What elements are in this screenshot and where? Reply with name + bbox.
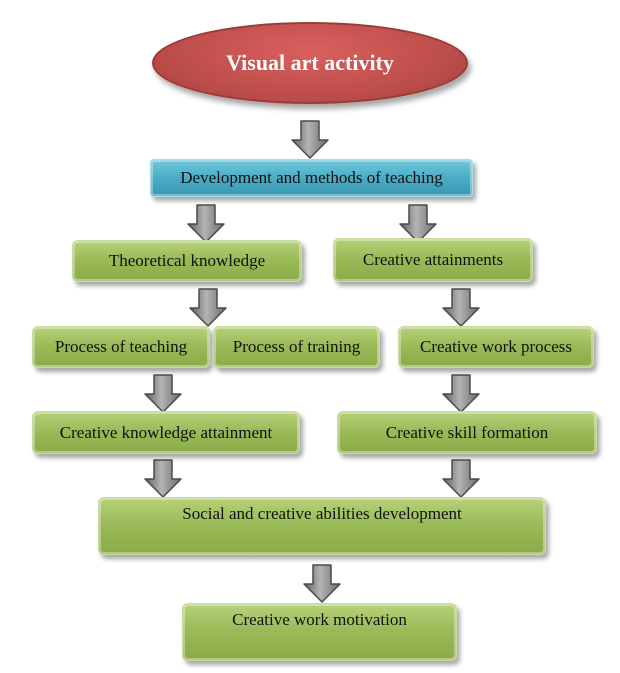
arrow-down-icon bbox=[302, 564, 342, 604]
visual-art-activity-node: Visual art activity bbox=[152, 22, 468, 104]
theoretical-knowledge-node: Theoretical knowledge bbox=[72, 240, 302, 282]
creative-work-process-node: Creative work process bbox=[398, 326, 594, 368]
creative-skill-formation-label: Creative skill formation bbox=[385, 422, 549, 442]
creative-attainments-label: Creative attainments bbox=[362, 250, 504, 269]
creative-work-process-label: Creative work process bbox=[419, 337, 572, 356]
arrow-down-icon bbox=[441, 288, 481, 328]
arrow-down-icon bbox=[143, 459, 183, 499]
visual-art-activity-label: Visual art activity bbox=[226, 50, 394, 75]
creative-skill-formation-node: Creative skill formation bbox=[337, 411, 597, 454]
arrow-down-icon bbox=[441, 374, 481, 414]
development-methods-label: Development and methods of teaching bbox=[180, 168, 443, 187]
process-of-training-label: Process of training bbox=[232, 337, 361, 356]
process-of-teaching-node: Process of teaching bbox=[32, 326, 210, 368]
social-creative-abilities-label: Social and creative abilities developmen… bbox=[182, 504, 462, 523]
social-creative-abilities-node: Social and creative abilities developmen… bbox=[98, 497, 546, 555]
arrow-down-icon bbox=[290, 120, 330, 160]
creative-knowledge-attainment-label: Creative knowledge attainment bbox=[59, 422, 273, 442]
arrow-down-icon bbox=[188, 288, 228, 328]
creative-knowledge-attainment-node: Creative knowledge attainment bbox=[32, 411, 300, 454]
theoretical-knowledge-label: Theoretical knowledge bbox=[108, 251, 266, 270]
arrow-down-icon bbox=[186, 204, 226, 244]
creative-work-motivation-node: Creative work motivation bbox=[182, 603, 457, 661]
arrow-down-icon bbox=[441, 459, 481, 499]
process-of-teaching-label: Process of teaching bbox=[54, 337, 188, 356]
development-methods-node: Development and methods of teaching bbox=[150, 159, 473, 197]
creative-work-motivation-label: Creative work motivation bbox=[232, 610, 407, 629]
arrow-down-icon bbox=[143, 374, 183, 414]
process-of-training-node: Process of training bbox=[213, 326, 380, 368]
creative-attainments-node: Creative attainments bbox=[333, 238, 533, 282]
